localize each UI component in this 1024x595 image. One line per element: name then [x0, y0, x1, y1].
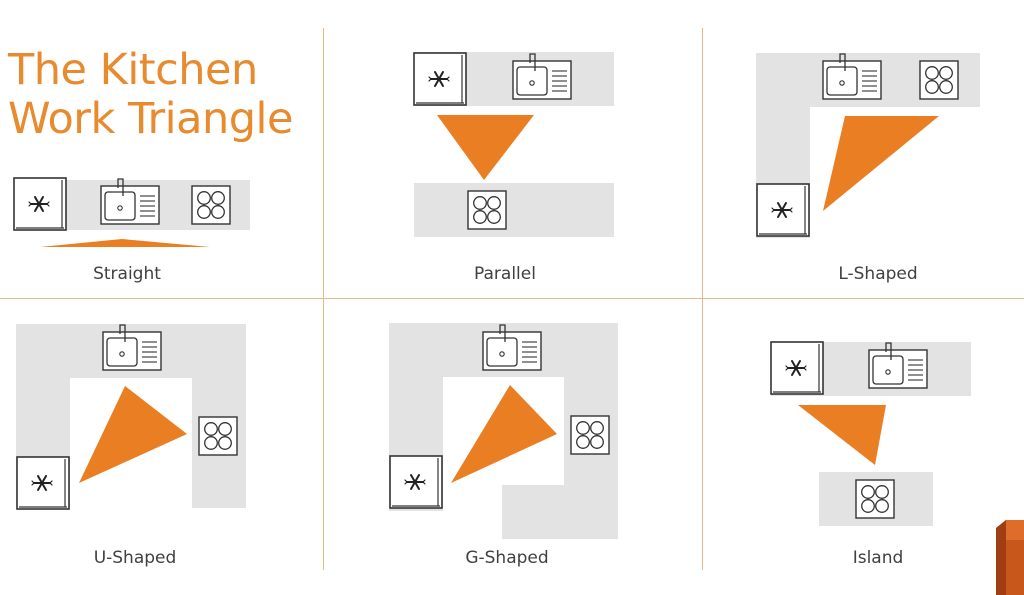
layout-island: Island	[703, 299, 1024, 595]
fridge-icon	[389, 455, 443, 509]
layout-label: Island	[852, 548, 904, 568]
hob-icon	[467, 190, 507, 230]
fridge-icon	[770, 341, 824, 395]
hob-icon	[919, 60, 959, 100]
layout-l-shaped: L-Shaped	[703, 0, 1024, 298]
title-line-2: Work Triangle	[8, 94, 293, 144]
island-diagram	[770, 341, 971, 526]
corner-logo-block	[996, 520, 1024, 595]
sink-icon	[868, 342, 928, 389]
layout-label: G-Shaped	[465, 548, 549, 568]
parallel-diagram	[413, 52, 614, 237]
g-shaped-diagram	[389, 323, 618, 539]
counter-right	[192, 324, 246, 508]
sink-icon	[482, 324, 542, 371]
layout-label: U-Shaped	[93, 548, 177, 568]
counter-return	[502, 485, 618, 539]
work-triangle	[798, 405, 886, 465]
sink-icon	[512, 53, 572, 100]
layout-u-shaped: U-Shaped	[0, 299, 323, 595]
layout-label: L-Shaped	[838, 264, 918, 284]
straight-diagram	[13, 177, 250, 247]
counter-bottom	[414, 183, 614, 237]
l-shaped-diagram	[756, 53, 980, 238]
fridge-icon	[413, 52, 467, 106]
work-triangle	[823, 116, 939, 211]
layout-g-shaped: G-Shaped	[324, 299, 702, 595]
sink-icon	[100, 178, 160, 225]
hob-icon	[855, 479, 895, 519]
fridge-icon	[756, 183, 810, 237]
fridge-icon	[13, 177, 67, 231]
work-triangle	[79, 386, 187, 483]
title-line-1: The Kitchen	[8, 45, 258, 95]
fridge-icon	[16, 456, 70, 510]
work-triangle	[40, 239, 210, 247]
layout-label: Straight	[93, 264, 161, 284]
hob-icon	[570, 415, 610, 455]
layout-straight: Straight	[0, 0, 323, 298]
work-triangle	[437, 115, 534, 180]
vertical-divider-right	[702, 28, 703, 570]
layout-parallel: Parallel	[324, 0, 702, 298]
hob-icon	[198, 416, 238, 456]
sink-icon	[822, 53, 882, 100]
vertical-divider-left	[323, 28, 324, 570]
work-triangle	[451, 385, 557, 483]
page-title: The Kitchen Work Triangle	[8, 46, 293, 144]
horizontal-divider	[0, 298, 1024, 299]
hob-icon	[191, 185, 231, 225]
sink-icon	[102, 324, 162, 371]
u-shaped-diagram	[16, 324, 246, 510]
layout-label: Parallel	[474, 264, 536, 284]
